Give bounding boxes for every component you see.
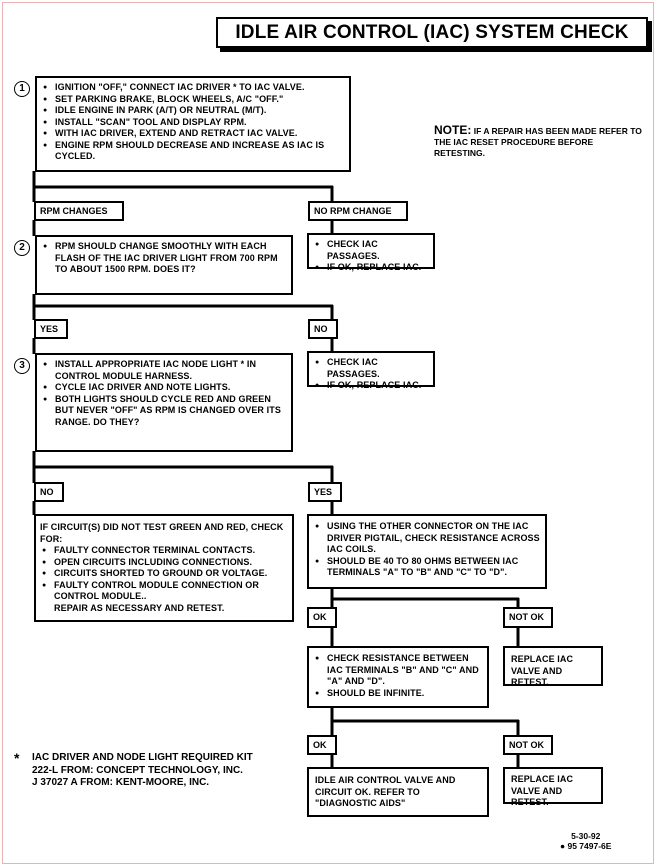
- label-not-ok: NOT OK: [503, 607, 553, 628]
- resistance-check-item: CHECK RESISTANCE BETWEEN IAC TERMINALS "…: [313, 653, 483, 688]
- step1-item: SET PARKING BRAKE, BLOCK WHEELS, A/C "OF…: [41, 94, 343, 106]
- step3-item: BOTH LIGHTS SHOULD CYCLE RED AND GREEN B…: [41, 394, 285, 429]
- page-title: IDLE AIR CONTROL (IAC) SYSTEM CHECK: [216, 17, 648, 48]
- replace-iac-box-2: REPLACE IAC VALVE AND RETEST.: [503, 767, 603, 807]
- coil-check-box: USING THE OTHER CONNECTOR ON THE IAC DRI…: [307, 514, 547, 589]
- doc-number: ● 95 7497-6E: [560, 841, 612, 851]
- step1-item: IGNITION "OFF," CONNECT IAC DRIVER * TO …: [41, 82, 343, 94]
- note-block: NOTE: IF A REPAIR HAS BEEN MADE REFER TO…: [434, 123, 644, 159]
- step3-item: CYCLE IAC DRIVER AND NOTE LIGHTS.: [41, 382, 285, 394]
- label-ok: OK: [307, 735, 337, 755]
- replace-iac-box-1: REPLACE IAC VALVE AND RETEST.: [503, 646, 603, 687]
- no2-action-item: CHECK IAC PASSAGES.: [313, 357, 429, 380]
- step-number-2: 2: [14, 240, 30, 256]
- footnote-line: IAC DRIVER AND NODE LIGHT REQUIRED KIT: [32, 752, 253, 763]
- circuit-check-box: IF CIRCUIT(S) DID NOT TEST GREEN AND RED…: [34, 514, 294, 622]
- note-heading: NOTE:: [434, 123, 472, 137]
- note-text: IF A REPAIR HAS BEEN MADE REFER TO THE I…: [434, 126, 642, 158]
- coil-check-item: SHOULD BE 40 TO 80 OHMS BETWEEN IAC TERM…: [313, 556, 541, 579]
- step3-item: INSTALL APPROPRIATE IAC NODE LIGHT * IN …: [41, 359, 285, 382]
- footnote-star: *: [14, 750, 20, 766]
- footnote: * IAC DRIVER AND NODE LIGHT REQUIRED KIT…: [14, 750, 314, 790]
- no2-action-item: IF OK, REPLACE IAC.: [313, 380, 429, 392]
- step1-item: WITH IAC DRIVER, EXTEND AND RETRACT IAC …: [41, 128, 343, 140]
- step-number-1: 1: [14, 81, 30, 97]
- step1-item: ENGINE RPM SHOULD DECREASE AND INCREASE …: [41, 140, 343, 163]
- circuit-check-outro: REPAIR AS NECESSARY AND RETEST.: [54, 602, 225, 613]
- resistance-check-item: SHOULD BE INFINITE.: [313, 688, 483, 700]
- circuit-check-item: FAULTY CONTROL MODULE CONNECTION OR CONT…: [40, 580, 286, 603]
- no-change-action-item: CHECK IAC PASSAGES.: [313, 239, 429, 262]
- no-change-action-box: CHECK IAC PASSAGES. IF OK, REPLACE IAC.: [307, 233, 435, 273]
- coil-check-item: USING THE OTHER CONNECTOR ON THE IAC DRI…: [313, 521, 541, 556]
- resistance-check-box: CHECK RESISTANCE BETWEEN IAC TERMINALS "…: [307, 646, 489, 708]
- circuit-check-intro: IF CIRCUIT(S) DID NOT TEST GREEN AND RED…: [40, 522, 284, 544]
- document-reference: 5-30-92 ● 95 7497-6E: [560, 831, 611, 851]
- circuit-check-item: CIRCUITS SHORTED TO GROUND OR VOLTAGE.: [40, 568, 286, 580]
- step1-item: INSTALL "SCAN" TOOL AND DISPLAY RPM.: [41, 117, 343, 129]
- label-no: NO: [308, 319, 338, 339]
- final-ok-box: IDLE AIR CONTROL VALVE AND CIRCUIT OK. R…: [307, 767, 489, 817]
- step1-item: IDLE ENGINE IN PARK (A/T) OR NEUTRAL (M/…: [41, 105, 343, 117]
- circuit-check-item: OPEN CIRCUITS INCLUDING CONNECTIONS.: [40, 557, 286, 569]
- label-no: NO: [34, 482, 64, 502]
- doc-date: 5-30-92: [571, 831, 601, 841]
- label-not-ok: NOT OK: [503, 735, 553, 755]
- label-rpm-changes: RPM CHANGES: [34, 201, 124, 221]
- label-yes: YES: [34, 319, 68, 339]
- no-change-action-item: IF OK, REPLACE IAC.: [313, 262, 429, 274]
- label-ok: OK: [307, 607, 337, 628]
- label-no-rpm-change: NO RPM CHANGE: [308, 201, 408, 221]
- step2-item: RPM SHOULD CHANGE SMOOTHLY WITH EACH FLA…: [41, 241, 285, 276]
- footnote-line: J 37027 A FROM: KENT-MOORE, INC.: [32, 777, 210, 788]
- step2-box: RPM SHOULD CHANGE SMOOTHLY WITH EACH FLA…: [35, 235, 293, 295]
- no2-action-box: CHECK IAC PASSAGES. IF OK, REPLACE IAC.: [307, 351, 435, 391]
- step-number-3: 3: [14, 358, 30, 374]
- step3-box: INSTALL APPROPRIATE IAC NODE LIGHT * IN …: [35, 353, 293, 452]
- label-yes: YES: [308, 482, 342, 502]
- circuit-check-item: FAULTY CONNECTOR TERMINAL CONTACTS.: [40, 545, 286, 557]
- footnote-line: 222-L FROM: CONCEPT TECHNOLOGY, INC.: [32, 764, 243, 776]
- step1-box: IGNITION "OFF," CONNECT IAC DRIVER * TO …: [35, 76, 351, 172]
